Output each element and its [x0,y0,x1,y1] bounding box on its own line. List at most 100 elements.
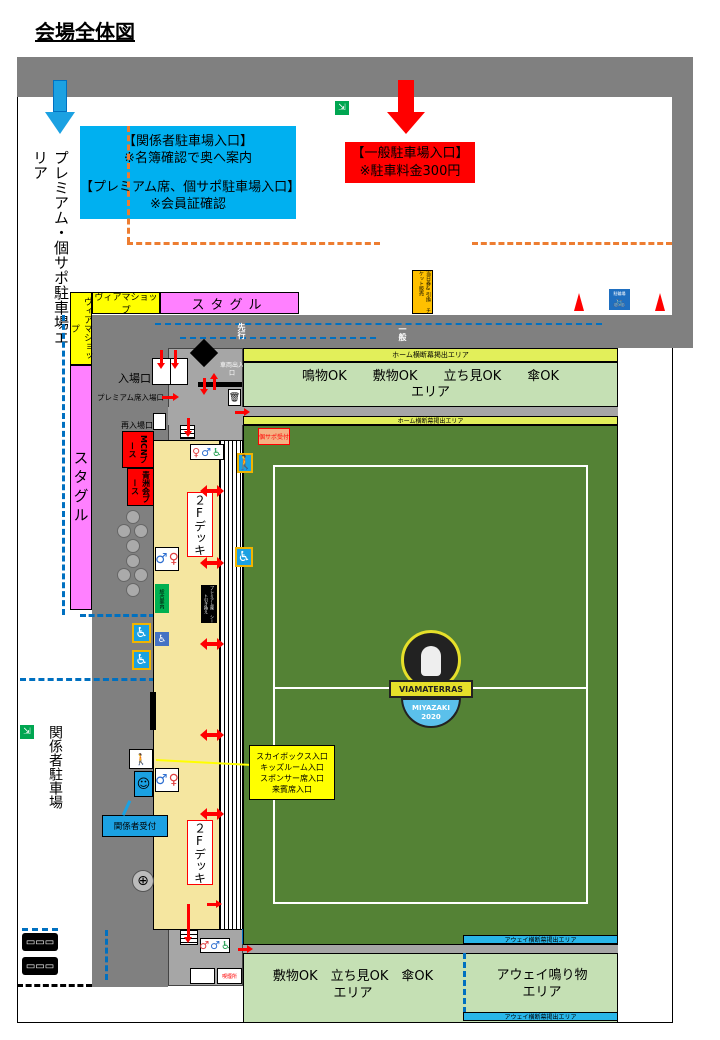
trash-icon: 🗑 [228,389,241,406]
restroom-icon: ♂♀ [155,768,179,792]
wheelchair-icon: ♿ [235,547,253,567]
top-road [17,57,693,97]
premium-entry-arrow [162,393,179,401]
stand-access-arrow [200,638,224,650]
logo-city: MIYAZAKI [412,704,450,712]
bike-parking-sign: 駐輪場 🚲 [609,289,630,310]
aed-icon: ⊕ [132,870,154,892]
text: キッズルーム入口 [260,762,324,772]
orange-route [127,126,130,243]
wheelchair-icon: ♿ [132,650,151,670]
away-supporter-area: 敷物OK 立ち見OK 傘OK エリア [243,960,463,1010]
away-zone [243,953,618,1023]
away-banner-area-top: アウェイ横断幕掲出エリア [463,935,618,944]
text: エリア [333,986,373,1001]
route-left-line [80,614,155,617]
staff-parking-label: 関係者駐車場 [47,725,63,809]
ticket-booth-sign: 当日券&引換 チケット販売 [412,270,433,314]
exit-arrow [235,408,250,416]
text: 敷物OK 立ち見OK 傘OK [272,969,434,984]
priority-route [180,337,376,339]
deck-label-top: ２Fデッキ [187,492,213,557]
elevator-stairs-icon: 🚶 [129,749,153,769]
route-left-line [20,678,155,681]
support-booth: 青洲会ブース [127,468,154,506]
seat-icon [126,539,140,553]
shop-top: ヴィアマショップ [92,292,160,316]
stand-access-arrow [207,900,222,908]
seat-icon [117,524,131,538]
premium-seat-exchange: プレミアム席 シート引き換え [201,585,217,623]
away-noise-area: アウェイ鳴り物 エリア [466,960,618,1008]
right-road [672,97,693,348]
text: 鳴物OK 敷物OK 立ち見OK 傘OK [301,368,560,384]
text: エリア [522,985,562,1000]
exit-sign-icon: ⇲ [335,101,349,115]
stairs-arrow [184,904,192,943]
seat-icon [117,568,131,582]
text: ※駐車料金300円 [359,163,461,179]
text: ※名簿確認で奥へ案内 [124,150,252,166]
text: 来賓席入口 [272,784,312,794]
stand-access-arrow [200,485,224,497]
text: ※会員証確認 [150,196,226,212]
mcn-booth: MCNブース [122,431,154,468]
route-left-line [105,930,108,980]
pitch-lines [273,465,588,904]
bike-parking-label: 駐輪場 [613,291,626,296]
seat-icon [134,568,148,582]
stand-access-arrow [200,729,224,741]
orange-route [472,242,672,245]
priority-route [155,323,602,338]
seat-icon [126,583,140,597]
shop-side: ヴィアマショップ [69,292,92,365]
team-logo: VIAMATERRAS MIYAZAKI 2020 [387,630,475,735]
seat-icon [126,510,140,524]
exit-arrow [238,945,253,953]
entry-arrow [157,350,165,369]
premium-entrance-label: プレミアム席入場口 [97,393,164,402]
stand-access-arrow [200,808,224,820]
skybox-entrance-box: スカイボックス入口 キッズルーム入口 スポンサー席入口 来賓席入口 [249,745,335,800]
home-banner-area-bottom: ホーム横断幕掲出エリア [243,416,618,425]
exit-arrow [210,373,218,390]
gate-bar [150,692,156,730]
home-supporter-area: 鳴物OK 敷物OK 立ち見OK 傘OK エリア [243,362,618,407]
text: 【関係者駐車場入口】 [122,133,253,149]
priority-label: 先行 [237,323,246,339]
route-left-line [62,315,65,615]
entrance-label: 入場口 [118,372,151,385]
cone-icon [655,293,665,311]
restroom-icon: ♀♂♿ [190,444,224,460]
text: スカイボックス入口 [256,751,328,761]
inner-road [92,315,693,348]
stand-access-arrow [200,557,224,569]
seat-icon [126,554,140,568]
text: スポンサー席入口 [260,773,324,783]
stagul-top: スタグル [160,292,299,314]
deck-label-bottom: ２Fデッキ [187,820,213,885]
route-bottom-line [17,984,92,987]
bicycle-icon: 🚲 [613,297,626,308]
seat-icon [134,524,148,538]
wheelchair-icon: ♿ [132,623,151,643]
vehicle-gate-label: 車両出入口 [220,362,245,377]
cone-icon [574,293,584,311]
text: 【プレミアム席、個サポ駐車場入口】 [80,179,301,195]
exit-arrow [200,378,208,395]
kosapo-reception: 個サポ受付 [258,428,290,445]
staff-parking-entrance-box: 【関係者駐車場入口】 ※名簿確認で奥へ案内 【プレミアム席、個サポ駐車場入口】 … [80,126,301,219]
logo-year: 2020 [421,713,441,721]
entrance-gate[interactable] [152,358,188,385]
general-label: 一般 [398,325,407,341]
smoking-area: 喫煙所 [217,968,242,984]
zone-divider [463,953,466,1013]
text: アウェイ鳴り物 [496,968,588,983]
stagul-side: スタグル [70,365,92,610]
reentry-gate[interactable] [153,413,166,430]
reentry-label: 再入場口 [121,421,153,430]
booth-box [190,968,215,984]
stand [220,440,243,930]
wheelchair-icon: ♿ [155,632,169,646]
restroom-icon: ♂♀ [155,547,179,571]
